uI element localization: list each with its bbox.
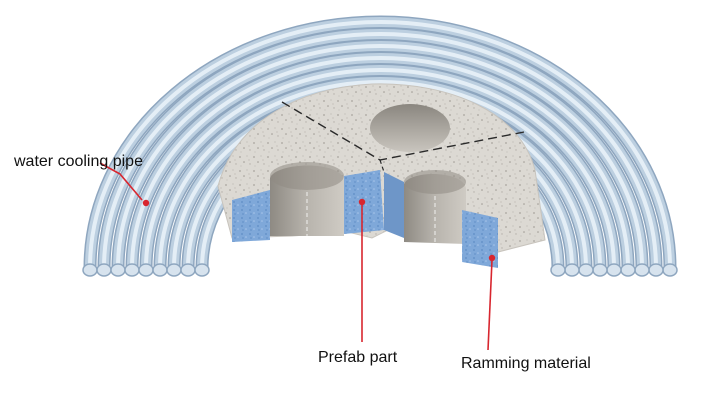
pipe-end-cap (138, 263, 154, 277)
pipe-end-cap (82, 263, 98, 277)
leader-dot-prefab-part (358, 198, 366, 206)
pipe-end-cap (110, 263, 126, 277)
pipe-end-cap (648, 263, 664, 277)
prefab-block-side (384, 172, 404, 238)
pipe-end-cap (152, 263, 168, 277)
leader-water-cooling-pipe (99, 162, 143, 201)
label-prefab-part: Prefab part (318, 349, 398, 366)
pipe-turn-highlight (158, 80, 602, 269)
pipe-end-cap (578, 263, 594, 277)
ramming-material-blocks (232, 170, 498, 268)
pipe-end-cap (606, 263, 622, 277)
pipe-turn-highlight (88, 20, 672, 269)
leader-ramming-material (487, 259, 493, 351)
pipe-end-cap (124, 263, 140, 277)
top-hole (370, 104, 450, 152)
leader-dot-water-cooling-pipe (142, 199, 150, 207)
pipe-end-cap (550, 263, 566, 277)
pipe-end-cap (592, 263, 608, 277)
pipe-turn-highlight (116, 44, 644, 269)
ramming-block-left (232, 190, 270, 242)
pipe-end-cap (564, 263, 580, 277)
pipe-end-cap (194, 263, 210, 277)
pipe-end-cap (180, 263, 196, 277)
pipe-end-cap (166, 263, 182, 277)
label-ramming-material: Ramming material (461, 355, 591, 372)
ramming-block-right (462, 210, 498, 268)
leader-lines (99, 162, 496, 351)
pipe-end-cap (96, 263, 112, 277)
pipe-turn-highlight (102, 32, 658, 269)
label-water-cooling-pipe: water cooling pipe (14, 153, 143, 170)
leader-dot-ramming-material (488, 254, 496, 262)
pipe-end-cap (662, 263, 678, 277)
pipe-end-cap (634, 263, 650, 277)
pipe-end-cap (620, 263, 636, 277)
pipe-turn-highlight (144, 68, 616, 269)
pipe-turn-highlight (130, 56, 630, 269)
